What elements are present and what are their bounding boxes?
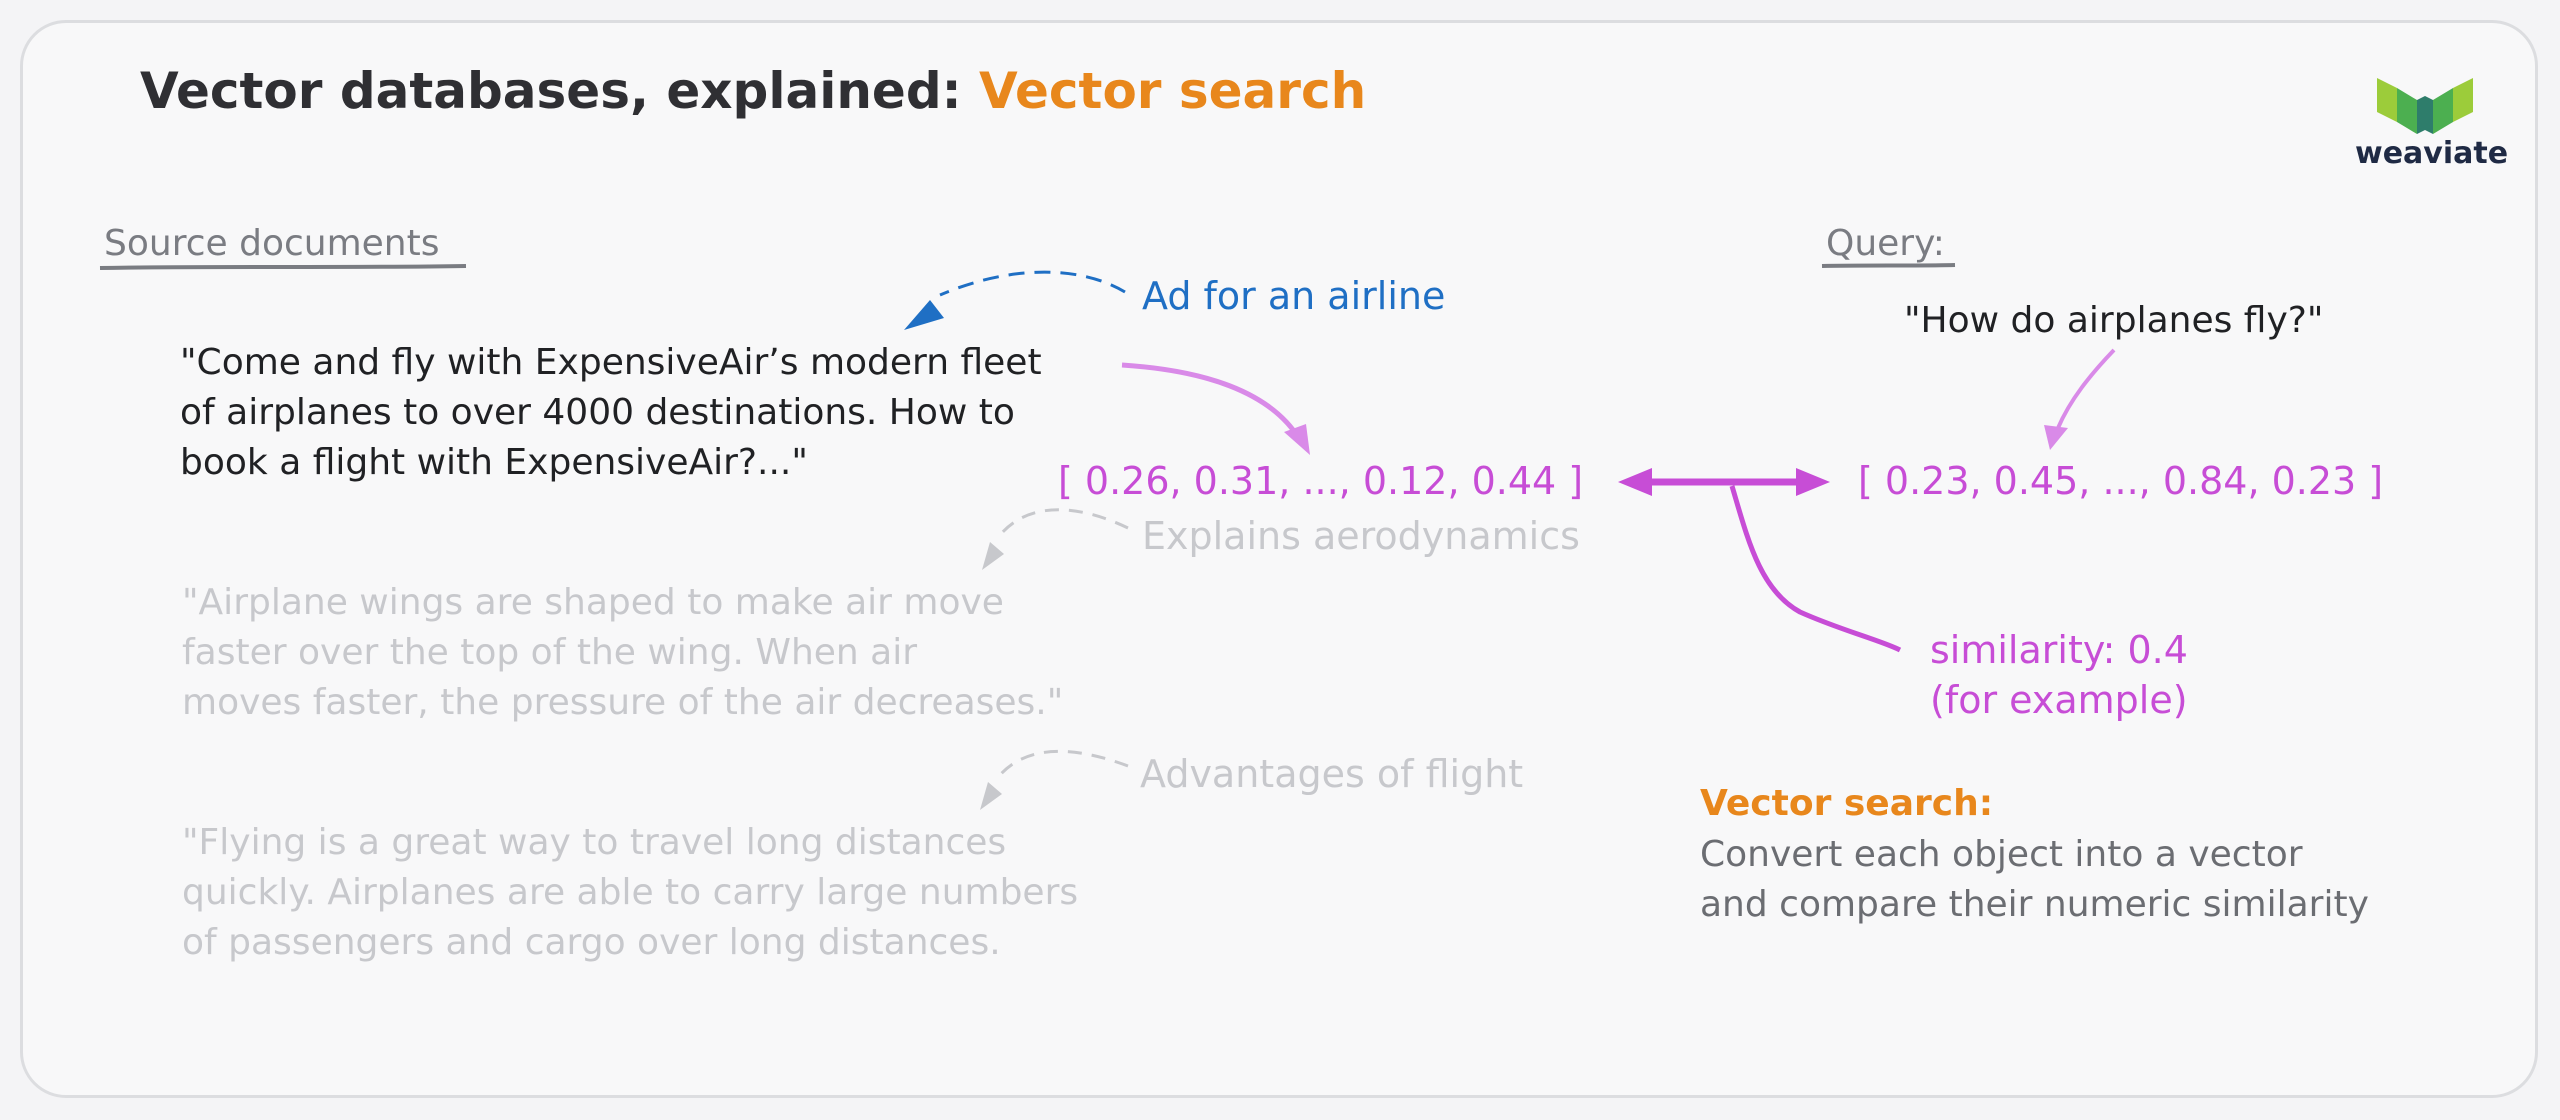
similarity-label: similarity: 0.4 (for example): [1930, 625, 2188, 725]
doc1-text: "Come and fly with ExpensiveAir’s modern…: [180, 338, 1042, 488]
doc2-line: faster over the top of the wing. When ai…: [182, 632, 918, 673]
doc1-line: book a flight with ExpensiveAir?...": [180, 442, 808, 483]
query-heading-underline: [1821, 263, 1956, 268]
source-heading-underline: [99, 264, 467, 270]
explanation-line: and compare their numeric similarity: [1700, 884, 2369, 925]
title-prefix: Vector databases, explained:: [140, 62, 980, 120]
doc1-annotation-arrow: [939, 270, 1126, 297]
doc2-text: "Airplane wings are shaped to make air m…: [182, 578, 1063, 728]
similarity-value: similarity: 0.4: [1930, 628, 2188, 672]
query-heading: Query:: [1826, 223, 1945, 264]
page-title: Vector databases, explained: Vector sear…: [140, 66, 1366, 116]
similarity-arrowhead-right: [1796, 468, 1830, 496]
explanation-text: Convert each object into a vector and co…: [1700, 830, 2369, 930]
doc3-annotation-arrowhead: [980, 782, 1002, 810]
doc2-annotation: Explains aerodynamics: [1142, 514, 1580, 558]
doc1-annotation-arrowhead: [904, 300, 944, 330]
doc2-annotation-arrow: [998, 508, 1129, 536]
source-documents-heading: Source documents: [104, 223, 440, 264]
doc1-embedding-arrow: [1121, 362, 1303, 442]
doc3-line: of passengers and cargo over long distan…: [182, 922, 1001, 963]
diagram-card: [20, 20, 2538, 1098]
query-embedding-arrow: [2056, 348, 2116, 429]
doc2-line: moves faster, the pressure of the air de…: [182, 682, 1064, 723]
similarity-leader-line: [1729, 485, 1902, 653]
query-vector: [ 0.23, 0.45, ..., 0.84, 0.23 ]: [1858, 459, 2384, 503]
doc3-annotation-arrow: [998, 749, 1129, 777]
doc2-annotation-arrowhead: [982, 542, 1004, 570]
explanation-heading: Vector search:: [1700, 783, 1994, 824]
doc3-text: "Flying is a great way to travel long di…: [182, 818, 1078, 968]
doc2-line: "Airplane wings are shaped to make air m…: [182, 582, 1004, 623]
doc3-line: "Flying is a great way to travel long di…: [182, 822, 1007, 863]
doc3-line: quickly. Airplanes are able to carry lar…: [182, 872, 1079, 913]
doc3-annotation: Advantages of flight: [1140, 752, 1524, 796]
doc1-line: "Come and fly with ExpensiveAir’s modern…: [180, 342, 1042, 383]
query-embedding-arrowhead: [2044, 425, 2068, 450]
query-text: "How do airplanes fly?": [1904, 300, 2324, 341]
weaviate-logo-icon: [2377, 78, 2473, 134]
logo-text: weaviate: [2355, 136, 2509, 171]
doc1-vector: [ 0.26, 0.31, ..., 0.12, 0.44 ]: [1058, 459, 1584, 503]
explanation-line: Convert each object into a vector: [1700, 834, 2303, 875]
similarity-note: (for example): [1930, 678, 2188, 722]
doc1-line: of airplanes to over 4000 destinations. …: [180, 392, 1015, 433]
title-accent: Vector search: [979, 62, 1367, 120]
doc1-embedding-arrowhead: [1284, 424, 1310, 455]
similarity-arrowhead-left: [1618, 468, 1652, 496]
doc1-annotation: Ad for an airline: [1142, 274, 1446, 318]
